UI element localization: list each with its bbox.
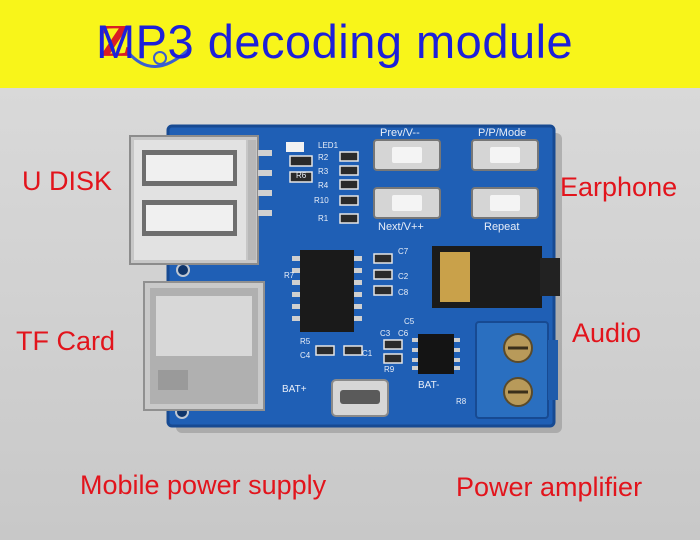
callout-u-disk: U DISK bbox=[22, 166, 113, 196]
silk-c4: C4 bbox=[300, 351, 311, 360]
silk-bat-plus: BAT+ bbox=[282, 384, 307, 395]
callout-earphone: Earphone bbox=[560, 172, 678, 202]
silk-c2: C2 bbox=[398, 272, 409, 281]
silk-c6: C6 bbox=[398, 329, 409, 338]
silk-c1: C1 bbox=[362, 349, 373, 358]
silk-r6: R6 bbox=[296, 171, 307, 180]
silk-r3: R3 bbox=[318, 167, 329, 176]
decoder-chip bbox=[292, 250, 362, 332]
callout-mobile-power: Mobile power supply bbox=[80, 470, 327, 500]
page-title: MP3 decoding module bbox=[96, 15, 574, 68]
silk-r10: R10 bbox=[314, 196, 329, 205]
tf-card-slot bbox=[143, 281, 265, 411]
callout-power-amplifier: Power amplifier bbox=[456, 472, 643, 502]
silk-button-repeat: Repeat bbox=[484, 221, 519, 233]
title-banner bbox=[0, 0, 700, 88]
button-play bbox=[471, 139, 539, 171]
silk-bat-minus: BAT- bbox=[418, 380, 439, 391]
button-next bbox=[373, 187, 441, 219]
callout-audio: Audio bbox=[572, 318, 642, 348]
silk-button-next: Next/V++ bbox=[378, 221, 424, 233]
silk-r8: R8 bbox=[456, 397, 467, 406]
silk-r2: R2 bbox=[318, 153, 329, 162]
silk-c3: C3 bbox=[380, 329, 391, 338]
silk-button-prev: Prev/V-- bbox=[380, 127, 420, 139]
silk-c8: C8 bbox=[398, 288, 409, 297]
silk-r9: R9 bbox=[384, 365, 395, 374]
amplifier-chip bbox=[412, 334, 460, 374]
silk-led1: LED1 bbox=[318, 141, 339, 150]
silk-r4: R4 bbox=[318, 181, 329, 190]
silk-c5: C5 bbox=[404, 317, 415, 326]
silk-c7: C7 bbox=[398, 247, 409, 256]
led bbox=[286, 142, 304, 152]
silk-r1: R1 bbox=[318, 214, 329, 223]
brand-logo: Z bbox=[100, 15, 190, 68]
silk-r5: R5 bbox=[300, 337, 311, 346]
button-prev bbox=[373, 139, 441, 171]
earphone-jack bbox=[432, 246, 560, 308]
callout-tf-card: TF Card bbox=[16, 326, 116, 356]
micro-usb-port bbox=[331, 379, 389, 417]
button-repeat bbox=[471, 187, 539, 219]
silk-r7: R7 bbox=[284, 271, 295, 280]
usb-port bbox=[129, 135, 259, 265]
audio-screw-terminal bbox=[475, 321, 558, 419]
silk-button-play: P/P/Mode bbox=[478, 127, 526, 139]
logo-letter: Z bbox=[100, 15, 131, 66]
